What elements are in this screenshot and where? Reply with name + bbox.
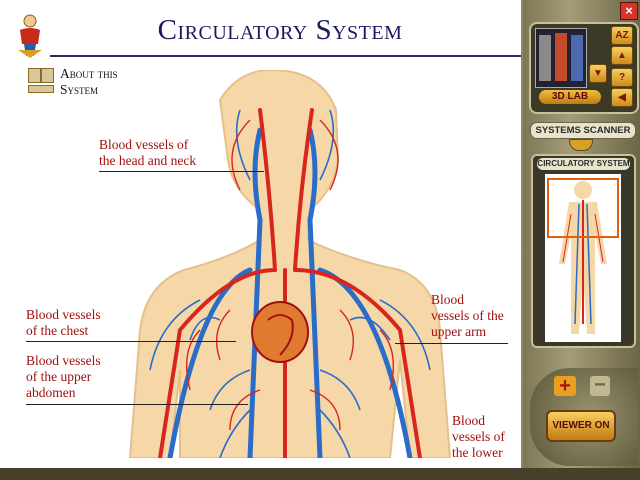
main-content-area: Circulatory System About this System bbox=[0, 0, 523, 468]
upper-arm-label[interactable]: Blood vessels of the upper arm bbox=[431, 292, 504, 340]
circulatory-system-illustration[interactable] bbox=[100, 70, 520, 458]
zoom-in-button[interactable]: + bbox=[554, 376, 576, 396]
close-button[interactable]: × bbox=[620, 2, 638, 20]
lower-label-line3: the lower bbox=[452, 445, 503, 460]
page-title: Circulatory System bbox=[157, 14, 403, 46]
upper-arm-label-line3: upper arm bbox=[431, 324, 487, 339]
back-button[interactable]: ◀ bbox=[611, 88, 633, 107]
chest-leader-line bbox=[26, 341, 236, 342]
upper-arm-label-line2: vessels of the bbox=[431, 308, 504, 323]
systems-scanner-panel: CIRCULATORY SYSTEM bbox=[531, 154, 636, 348]
upper-abdomen-label-line3: abdomen bbox=[26, 385, 76, 400]
upper-arm-leader-line bbox=[395, 343, 508, 344]
lower-label-line1: Blood bbox=[452, 413, 486, 428]
prev-arrow-icon[interactable] bbox=[28, 68, 41, 83]
help-button[interactable]: ? bbox=[611, 68, 633, 87]
upper-arm-label-line1: Blood bbox=[431, 292, 465, 307]
scanner-body-map[interactable] bbox=[545, 174, 621, 342]
about-system-link[interactable]: About this System bbox=[28, 66, 158, 100]
body-models-icon bbox=[539, 33, 583, 81]
3d-lab-button[interactable]: 3D LAB bbox=[539, 90, 601, 104]
chest-label-line1: Blood vessels bbox=[26, 307, 101, 322]
scanner-selection-box[interactable] bbox=[547, 178, 619, 238]
title-divider bbox=[50, 55, 521, 57]
bottom-bar bbox=[0, 468, 640, 480]
lower-label[interactable]: Blood vessels of the lower bbox=[452, 413, 505, 461]
about-bar-icon bbox=[28, 85, 54, 93]
sort-az-button[interactable]: AZ bbox=[611, 26, 633, 45]
head-neck-label-line2: the head and neck bbox=[99, 153, 197, 168]
nav-up-button[interactable]: ▲ bbox=[611, 46, 633, 65]
systems-scanner-label: SYSTEMS SCANNER bbox=[530, 122, 636, 139]
nav-down-button[interactable]: ▼ bbox=[589, 64, 607, 83]
upper-abdomen-label-line2: of the upper bbox=[26, 369, 92, 384]
heart[interactable] bbox=[251, 301, 309, 363]
upper-abdomen-leader-line bbox=[26, 404, 248, 405]
viewer-on-button[interactable]: VIEWER ON bbox=[546, 410, 616, 442]
next-arrow-icon[interactable] bbox=[41, 68, 54, 83]
chest-label-line2: of the chest bbox=[26, 323, 89, 338]
zoom-out-button[interactable]: − bbox=[590, 375, 610, 396]
about-label-line1: About this bbox=[60, 66, 118, 81]
upper-abdomen-label-line1: Blood vessels bbox=[26, 353, 101, 368]
body-figure-logo-icon[interactable] bbox=[12, 14, 48, 58]
viewer-panel: + − VIEWER ON bbox=[530, 368, 638, 466]
chest-label[interactable]: Blood vessels of the chest bbox=[26, 307, 101, 339]
head-neck-leader-line bbox=[99, 171, 264, 172]
3d-lab-preview[interactable] bbox=[535, 28, 587, 88]
lower-label-line2: vessels of bbox=[452, 429, 505, 444]
about-system-label: About this System bbox=[60, 66, 118, 98]
scanner-title: CIRCULATORY SYSTEM bbox=[537, 158, 630, 170]
3d-lab-panel: AZ ▲ ? ◀ ▼ 3D LAB bbox=[529, 22, 639, 114]
title-bar: Circulatory System bbox=[0, 0, 521, 62]
about-label-line2: System bbox=[60, 82, 99, 97]
upper-abdomen-label[interactable]: Blood vessels of the upper abdomen bbox=[26, 353, 101, 401]
head-neck-label-line1: Blood vessels of bbox=[99, 137, 189, 152]
body-thumbnail-icon bbox=[559, 181, 607, 334]
head-neck-label[interactable]: Blood vessels of the head and neck bbox=[99, 137, 196, 169]
